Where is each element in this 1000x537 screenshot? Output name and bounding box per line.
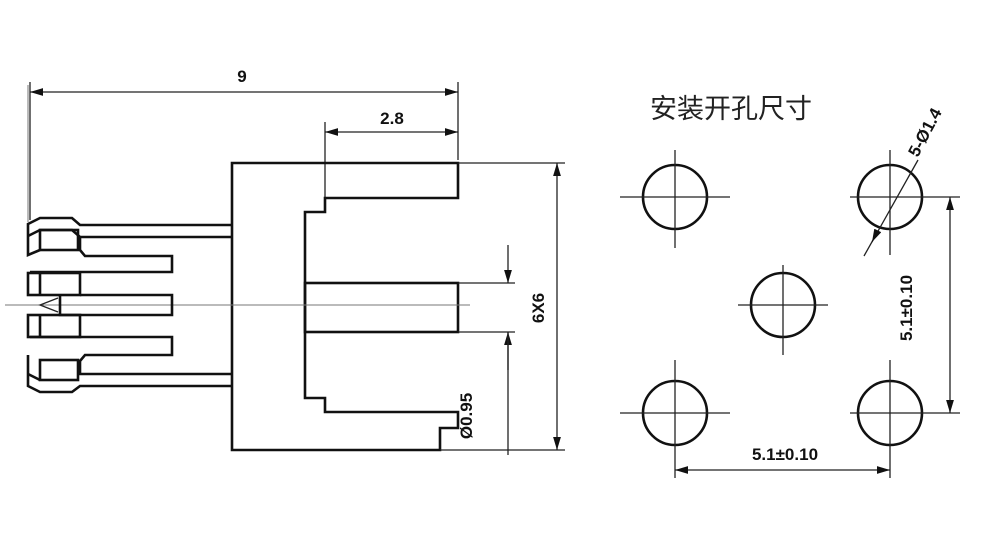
dim-6x6-label: 6X6 [529, 293, 548, 323]
dim-2-8-label: 2.8 [380, 109, 404, 128]
hole-bottom-left [620, 360, 730, 478]
hole-top-left [620, 150, 730, 248]
dim-9-label: 9 [237, 67, 246, 86]
dim-9: 9 [29, 67, 459, 220]
dim-2-8: 2.8 [324, 109, 458, 208]
hole-pattern-title: 安装开孔尺寸 [650, 94, 812, 125]
side-pins [26, 85, 232, 394]
dim-6x6: 6X6 Ø0.95 [440, 162, 565, 455]
component-body [5, 161, 470, 452]
vertical-spacing-label: 5.1±0.10 [897, 275, 916, 341]
horizontal-spacing-label: 5.1±0.10 [752, 445, 818, 464]
hole-top-right [850, 150, 960, 255]
hole-bottom-right [850, 360, 960, 478]
dim-vertical-spacing: 5.1±0.10 [897, 197, 954, 413]
dim-hole-diameter: 5-Ø1.4 [863, 105, 946, 257]
hole-center [738, 265, 828, 355]
hole-spec-label: 5-Ø1.4 [905, 105, 946, 160]
dim-horizontal-spacing: 5.1±0.10 [675, 445, 890, 474]
dim-pin-diameter-label: Ø0.95 [457, 393, 476, 439]
